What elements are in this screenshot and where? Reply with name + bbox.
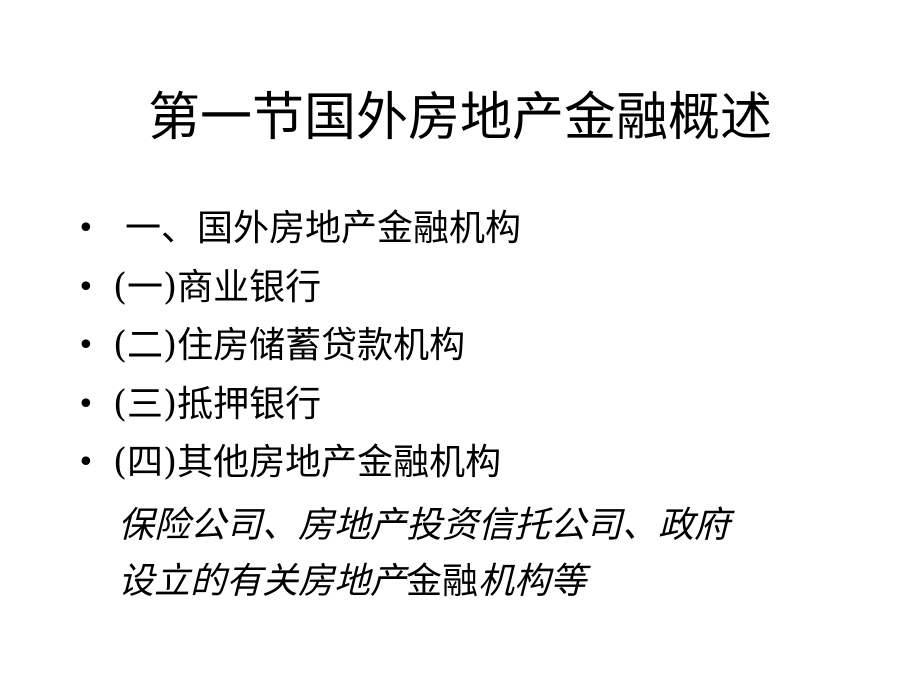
sub-note-text: 设立的有关房地产 [118, 561, 407, 602]
slide-title: 第一节国外房地产金融概述 [147, 88, 772, 148]
list-item: • 一、国外房地产金融机构 [0, 205, 900, 253]
list-item: • (四)其他房地产金融机构 [0, 439, 900, 487]
sub-note-line-1: 保险公司、房地产投资信托公司、政府 [118, 505, 731, 546]
sub-note-line-2: 设立的有关房地产金融机构等 [118, 554, 858, 610]
list-item-label: (二)住房储蓄贷款机构 [113, 325, 466, 366]
sub-note: 保险公司、房地产投资信托公司、政府 设立的有关房地产金融机构等 [118, 498, 858, 610]
sub-note-text-upright: 金融 [406, 561, 479, 602]
list-item-label: (一)商业银行 [113, 267, 322, 308]
list-item: • (一)商业银行 [0, 264, 900, 312]
list-item-label: (四)其他房地产金融机构 [113, 442, 502, 483]
bullet-icon: • [77, 328, 95, 363]
bullet-icon: • [77, 211, 95, 246]
list-item: • (三)抵押银行 [0, 381, 900, 429]
list-item: • (二)住房储蓄贷款机构 [0, 322, 900, 370]
list-item-label: (三)抵押银行 [113, 384, 322, 425]
list-item-label: 一、国外房地产金融机构 [125, 208, 522, 249]
sub-note-text: 机构等 [478, 561, 587, 602]
bullet-icon: • [77, 270, 95, 305]
bullet-icon: • [77, 387, 95, 422]
bullet-icon: • [77, 445, 95, 480]
